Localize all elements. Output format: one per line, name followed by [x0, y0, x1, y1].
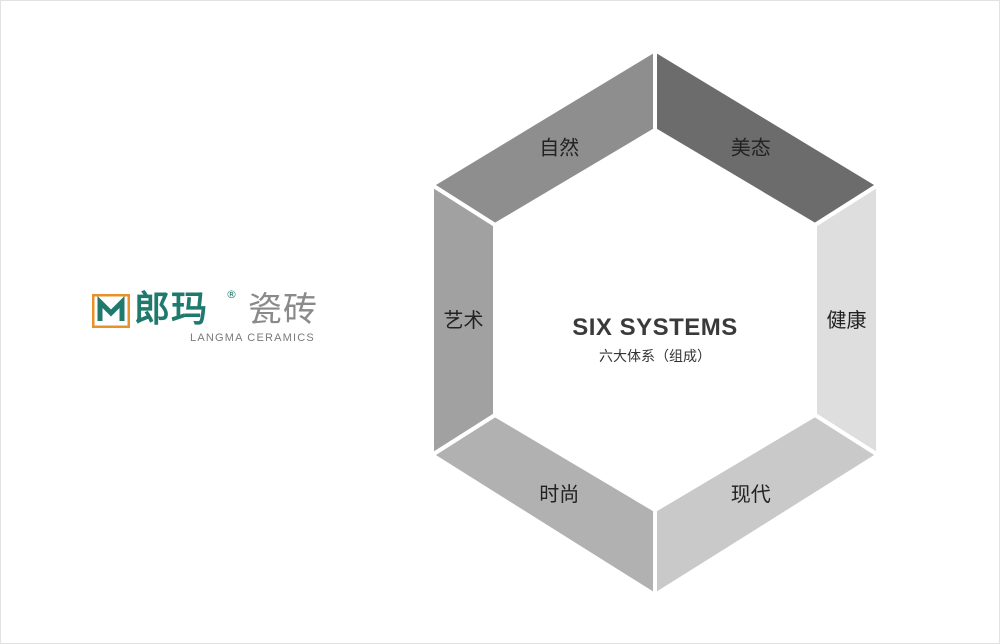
center-subtitle: 六大体系（组成） — [599, 349, 711, 365]
brand-mark-icon — [92, 294, 130, 328]
brand-logo: 郎玛 ® 瓷砖 LANGMA CERAMICS — [92, 288, 352, 348]
segment-label-jiankang: 健康 — [827, 308, 867, 332]
brand-name-en: LANGMA CERAMICS — [190, 332, 315, 344]
brand-product-cn: 瓷砖 — [248, 290, 318, 330]
center-title: SIX SYSTEMS — [572, 314, 738, 341]
segment-label-ziran: 自然 — [539, 136, 579, 160]
segment-label-xiandai: 现代 — [731, 482, 771, 506]
segment-label-shishang: 时尚 — [539, 482, 579, 506]
registered-mark: ® — [226, 288, 237, 301]
segment-label-meitai: 美态 — [731, 136, 771, 160]
segment-label-yishu: 艺术 — [444, 308, 484, 332]
segment-yishu — [430, 181, 497, 459]
brand-name-cn: 郎玛 — [134, 289, 209, 330]
